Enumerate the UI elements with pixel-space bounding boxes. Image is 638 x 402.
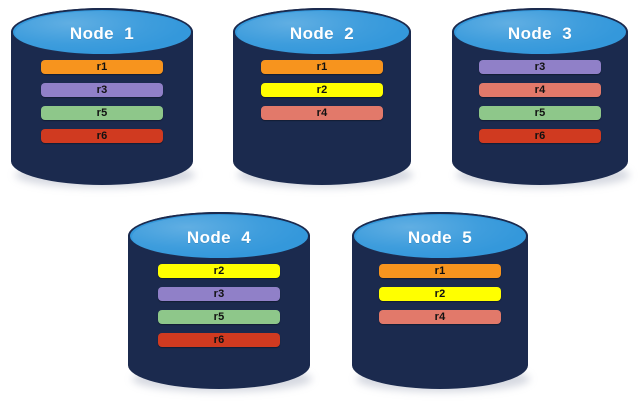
replica-list: r2 r3 r5 r6 bbox=[128, 264, 310, 347]
replica-list: r1 r2 r4 bbox=[352, 264, 528, 324]
replica-label: r2 bbox=[213, 264, 225, 277]
replica-bar-r5[interactable]: r5 bbox=[158, 310, 280, 324]
replica-label: r3 bbox=[96, 83, 108, 96]
cylinder-top-disc bbox=[128, 212, 310, 260]
node-1[interactable]: Node 1 r1 r3 r5 r6 bbox=[11, 8, 195, 188]
node-5[interactable]: Node 5 r1 r2 r4 bbox=[352, 212, 530, 392]
node-2[interactable]: Node 2 r1 r2 r4 bbox=[233, 8, 413, 188]
replica-bar-r3[interactable]: r3 bbox=[479, 60, 601, 74]
replica-label: r5 bbox=[96, 106, 108, 119]
replica-list: r1 r3 r5 r6 bbox=[11, 60, 193, 143]
node-title: Node 4 bbox=[186, 228, 252, 247]
replica-label: r2 bbox=[434, 287, 446, 300]
replica-bar-r2[interactable]: r2 bbox=[379, 287, 501, 301]
node-title: Node 2 bbox=[289, 24, 355, 43]
replica-list: r3 r4 r5 r6 bbox=[452, 60, 628, 143]
node-title: Node 5 bbox=[407, 228, 473, 247]
replica-bar-r2[interactable]: r2 bbox=[158, 264, 280, 278]
replica-label: r5 bbox=[534, 106, 546, 119]
replica-label: r6 bbox=[534, 129, 546, 142]
replica-bar-r3[interactable]: r3 bbox=[41, 83, 163, 97]
node-4[interactable]: Node 4 r2 r3 r5 r6 bbox=[128, 212, 312, 392]
replica-bar-r5[interactable]: r5 bbox=[479, 106, 601, 120]
replica-label: r3 bbox=[534, 60, 546, 73]
replica-label: r1 bbox=[96, 60, 108, 73]
replica-label: r6 bbox=[96, 129, 108, 142]
replica-bar-r4[interactable]: r4 bbox=[261, 106, 383, 120]
replica-label: r5 bbox=[213, 310, 225, 323]
cylinder-top-disc bbox=[452, 8, 628, 56]
replica-bar-r2[interactable]: r2 bbox=[261, 83, 383, 97]
replica-bar-r4[interactable]: r4 bbox=[379, 310, 501, 324]
replica-label: r4 bbox=[534, 83, 546, 96]
replica-label: r6 bbox=[213, 333, 225, 346]
replica-bar-r1[interactable]: r1 bbox=[41, 60, 163, 74]
node-3[interactable]: Node 3 r3 r4 r5 r6 bbox=[452, 8, 630, 188]
replica-bar-r3[interactable]: r3 bbox=[158, 287, 280, 301]
node-title: Node 1 bbox=[69, 24, 135, 43]
replica-bar-r1[interactable]: r1 bbox=[379, 264, 501, 278]
replica-bar-r4[interactable]: r4 bbox=[479, 83, 601, 97]
cylinder-top-disc bbox=[11, 8, 193, 56]
replica-bar-r6[interactable]: r6 bbox=[158, 333, 280, 347]
node-title: Node 3 bbox=[507, 24, 573, 43]
replica-label: r2 bbox=[316, 83, 328, 96]
replica-label: r4 bbox=[316, 106, 328, 119]
replica-label: r4 bbox=[434, 310, 446, 323]
cylinder-top-disc bbox=[233, 8, 411, 56]
replica-label: r1 bbox=[434, 264, 446, 277]
replica-bar-r6[interactable]: r6 bbox=[41, 129, 163, 143]
replica-list: r1 r2 r4 bbox=[233, 60, 411, 120]
replica-bar-r1[interactable]: r1 bbox=[261, 60, 383, 74]
replica-label: r3 bbox=[213, 287, 225, 300]
replica-label: r1 bbox=[316, 60, 328, 73]
cylinder-top-disc bbox=[352, 212, 528, 260]
replica-bar-r6[interactable]: r6 bbox=[479, 129, 601, 143]
replica-bar-r5[interactable]: r5 bbox=[41, 106, 163, 120]
